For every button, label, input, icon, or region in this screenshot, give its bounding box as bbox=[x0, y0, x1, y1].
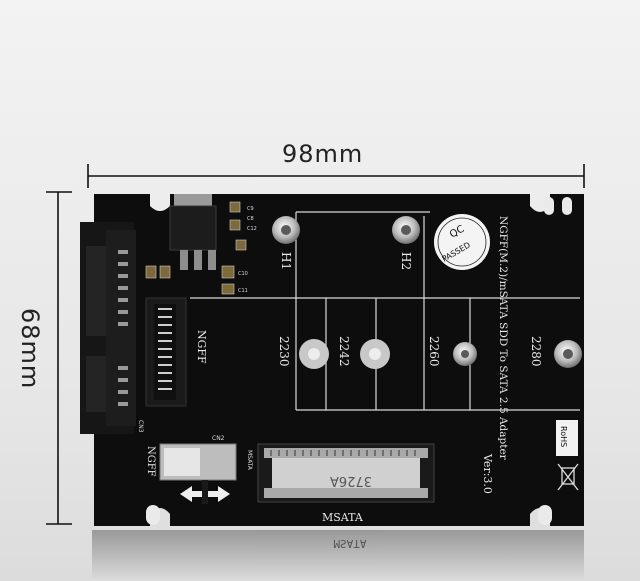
standoff-2242 bbox=[360, 339, 390, 369]
height-dimension-line bbox=[46, 191, 72, 525]
msata-chip-text: 3726A bbox=[330, 473, 372, 488]
ref-c10: C10 bbox=[238, 271, 248, 277]
switch-label: NGFF bbox=[145, 446, 156, 477]
hole-label-h2: H2 bbox=[399, 252, 413, 270]
connector-ref: CN3 bbox=[137, 420, 144, 433]
mode-switch[interactable] bbox=[159, 443, 237, 481]
qc-passed-sticker: QC PASSED bbox=[434, 214, 490, 270]
weee-bin-icon bbox=[557, 463, 579, 491]
hole-label-h1: H1 bbox=[279, 252, 293, 270]
switch-arrow-icon bbox=[180, 480, 230, 504]
switch-ref: CN2 bbox=[212, 435, 225, 442]
standoff-2280 bbox=[554, 340, 582, 368]
pcb-board bbox=[94, 194, 584, 526]
ref-c9: C9 bbox=[247, 206, 254, 212]
sata-connector bbox=[80, 222, 136, 434]
standoff-2260 bbox=[453, 342, 477, 366]
svg-text:RoHS: RoHS bbox=[559, 426, 568, 447]
length-mark-2280: 2280 bbox=[529, 336, 543, 367]
mounting-slots bbox=[146, 197, 572, 525]
ngff-slot bbox=[145, 297, 187, 407]
length-mark-2230: 2230 bbox=[277, 336, 291, 367]
length-mark-2260: 2260 bbox=[427, 336, 441, 367]
standoff-2230 bbox=[299, 339, 329, 369]
board-title: NGFF(M.2)/mSATA SDD To SATA 2.5 Adapter bbox=[497, 216, 509, 461]
msata-label: MSATA bbox=[322, 511, 364, 524]
ngff-slot-label: NGFF bbox=[195, 330, 208, 364]
board-version: Ver:3.0 bbox=[481, 453, 494, 494]
smd-components bbox=[145, 201, 247, 295]
width-dimension-label: 98mm bbox=[282, 140, 364, 168]
screw-h2 bbox=[392, 216, 420, 244]
voltage-regulator bbox=[169, 194, 217, 270]
length-mark-2242: 2242 bbox=[337, 336, 351, 367]
switch-side-label: MSATA bbox=[246, 450, 253, 471]
screw-h1 bbox=[272, 216, 300, 244]
reflection-text: MSATA bbox=[333, 537, 366, 550]
msata-connector bbox=[257, 443, 435, 503]
ref-c11: C11 bbox=[238, 288, 248, 294]
ref-c12: C12 bbox=[247, 226, 257, 232]
width-dimension-line bbox=[87, 164, 585, 188]
ref-c8: C8 bbox=[247, 216, 254, 222]
board-reflection: MSATA bbox=[92, 530, 584, 581]
rohs-mark: RoHS bbox=[556, 420, 578, 456]
